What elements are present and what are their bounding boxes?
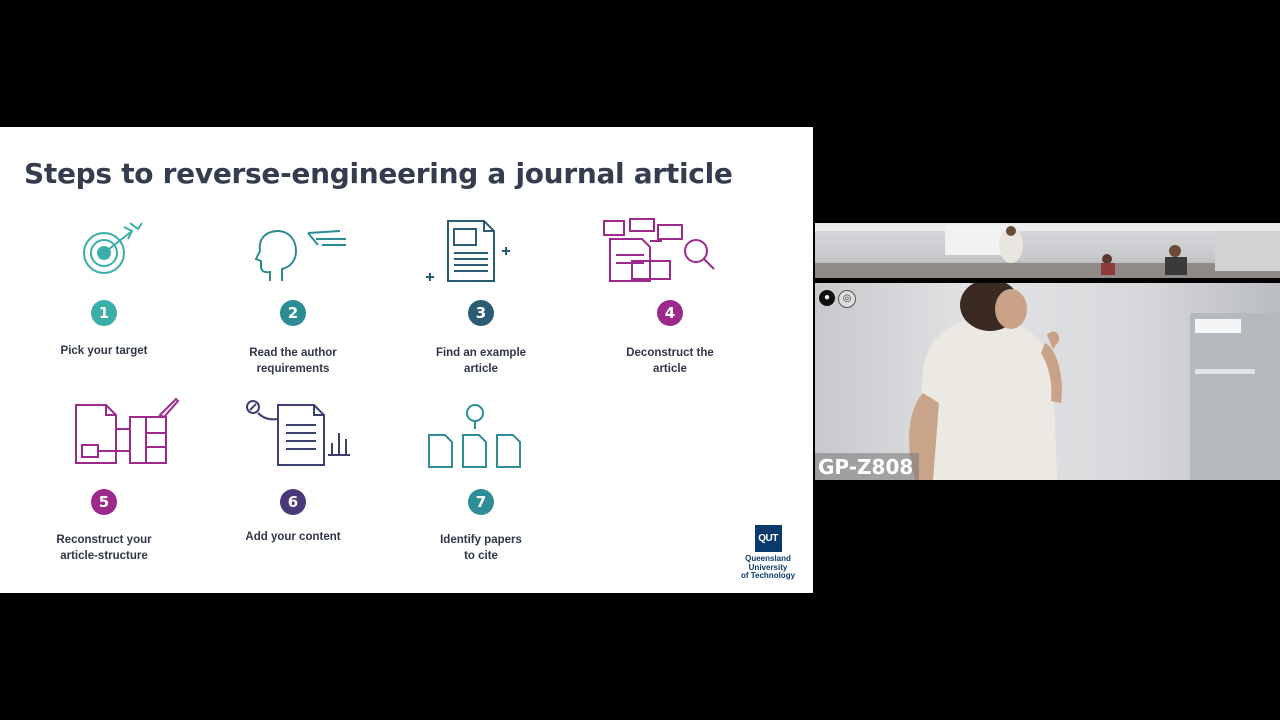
step-label-1: Pick your target <box>60 345 148 357</box>
step-label-3: Find an example article <box>435 347 527 375</box>
step-label-5: Reconstruct your article-structure <box>56 534 152 562</box>
room-scene <box>815 223 1280 278</box>
step-label-7: Identify papers to cite <box>440 534 522 562</box>
step-circle-2: 2 <box>280 300 306 326</box>
owl-icon: ● <box>819 290 835 306</box>
step-circle-7: 7 <box>468 489 494 515</box>
step-circle-4: 4 <box>657 300 683 326</box>
step-circle-5: 5 <box>91 489 117 515</box>
slide-title: Steps to reverse-engineering a journal a… <box>24 157 733 190</box>
qut-logo-name: Queensland University of Technology <box>740 554 796 580</box>
step-circle-3: 3 <box>468 300 494 326</box>
document-chart-icon <box>246 400 350 466</box>
papers-pin-icon <box>428 404 521 468</box>
video-tile-room[interactable] <box>815 223 1280 278</box>
step-circle-6: 6 <box>280 489 306 515</box>
head-thinking-icon <box>254 229 346 281</box>
step-label-2: Read the author requirements <box>249 347 337 375</box>
target-icon <box>83 222 143 274</box>
video-tile-speaker[interactable]: ● ◎ GP-Z808 <box>815 283 1280 480</box>
step-circle-1: 1 <box>91 300 117 326</box>
qut-logo: QUT Queensland University of Technology <box>736 525 800 581</box>
reconstruct-structure-icon <box>75 397 180 464</box>
qut-logo-mark: QUT <box>754 525 782 552</box>
participants-icon[interactable]: ◎ <box>838 290 856 308</box>
presentation-slide: Steps to reverse-engineering a journal a… <box>0 127 813 593</box>
document-icon <box>426 220 510 282</box>
step-label-6: Add your content <box>245 531 341 543</box>
deconstruct-documents-icon <box>603 218 715 282</box>
step-label-4: Deconstruct the article <box>626 347 714 375</box>
speaker-scene <box>909 283 1280 480</box>
participant-name-label: GP-Z808 <box>815 453 920 480</box>
